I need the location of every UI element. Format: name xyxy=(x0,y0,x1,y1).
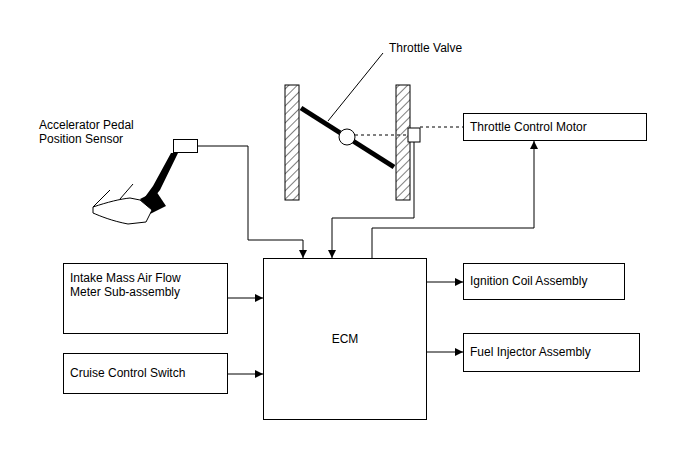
node-label: Ignition Coil Assembly xyxy=(470,274,587,288)
process-box: Throttle Control Motor xyxy=(463,113,647,141)
throttle-shaft xyxy=(339,129,355,145)
sensor-wire xyxy=(332,142,414,258)
node-label: Intake Mass Air Flow Meter Sub-assembly xyxy=(70,271,197,300)
sensor-box: Accelerator Pedal Position Sensor xyxy=(173,139,198,153)
foot xyxy=(93,198,152,224)
process-box: Intake Mass Air Flow Meter Sub-assembly xyxy=(63,263,228,334)
signal-arrow xyxy=(228,298,263,299)
part-label: Throttle Valve xyxy=(388,41,463,55)
pedal-arm xyxy=(145,153,178,201)
motor-link xyxy=(420,127,463,128)
leg-line xyxy=(120,184,133,199)
signal-arrow xyxy=(427,282,463,283)
process-box: Fuel Injector Assembly xyxy=(463,333,640,372)
node-label: Cruise Control Switch xyxy=(70,366,185,380)
signal-arrow xyxy=(427,352,463,353)
node-label: Accelerator Pedal Position Sensor xyxy=(38,118,152,147)
shaft-link xyxy=(355,135,408,136)
node-label: Throttle Control Motor xyxy=(470,120,587,134)
signal-arrow xyxy=(198,146,303,258)
throttle-position-sensor xyxy=(408,128,420,142)
leg-line xyxy=(93,190,110,207)
process-box: Cruise Control Switch xyxy=(63,353,228,394)
throttle-body-wall xyxy=(285,85,299,200)
node-label: Fuel Injector Assembly xyxy=(470,345,591,359)
signal-arrow xyxy=(228,374,263,375)
leader-line xyxy=(328,53,383,121)
signal-arrow xyxy=(372,141,534,258)
node-label: ECM xyxy=(332,332,359,346)
process-box: Ignition Coil Assembly xyxy=(463,263,625,300)
throttle-valve-plate xyxy=(301,108,394,167)
controller-box: ECM xyxy=(263,258,427,420)
